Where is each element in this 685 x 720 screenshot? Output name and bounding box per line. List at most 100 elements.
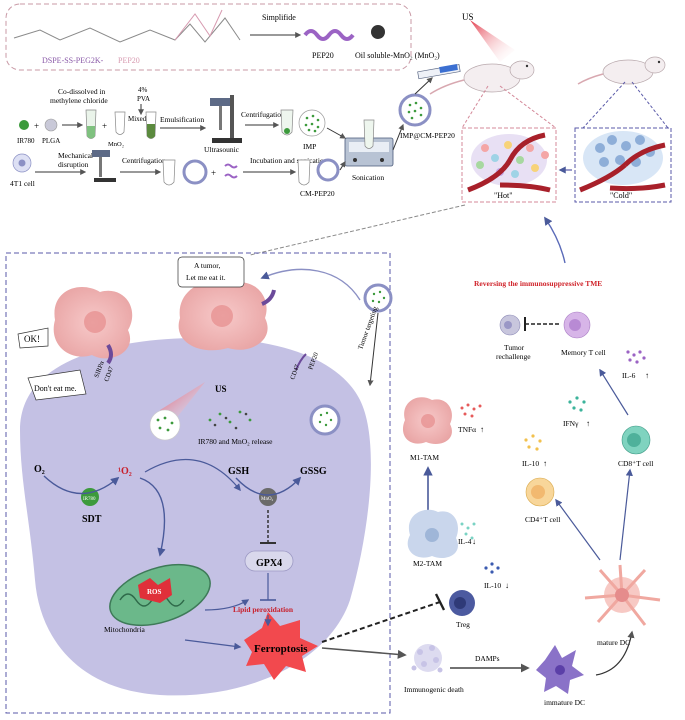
mno2-particle-icon — [371, 25, 385, 39]
mno2-molecule-icon — [259, 488, 277, 506]
ir780-molecule-label: IR780 — [83, 497, 96, 502]
syringe-fill — [439, 63, 458, 73]
dc-to-cd8-arrow — [619, 468, 633, 561]
pep20-icon — [303, 29, 355, 41]
cd4-label: CD4⁺T cell — [525, 515, 560, 524]
ok-label: OK! — [24, 334, 40, 344]
mixed-label: Mixed — [128, 115, 147, 123]
plus-2: + — [102, 121, 107, 131]
pep20-structure — [174, 9, 223, 41]
incubation-label: Incubation and sonication — [250, 156, 328, 165]
ifng-up: ↑ — [586, 419, 590, 428]
mature-dc-icon — [584, 564, 661, 626]
o2-label: O₂ — [34, 464, 45, 475]
cm-pep20-vesicle-icon — [316, 158, 340, 182]
nanoparticle-bound-icon — [309, 404, 341, 436]
cosolved-label: Co-dissolved in — [58, 87, 106, 96]
ferroptosis-inhibits-treg — [321, 601, 441, 643]
ir780-molecule-icon — [81, 488, 99, 506]
plga-icon — [44, 118, 58, 132]
ros-to-mito-arrow — [139, 477, 166, 557]
ultrasonic-probe — [219, 106, 222, 130]
dc-to-cd4-arrow — [555, 498, 601, 561]
mouse-cold-head — [644, 56, 666, 74]
emulsification-label: Emulsification — [160, 115, 204, 124]
tumor-speech-1: A tumor, — [194, 261, 220, 270]
il10-down-label: IL-10 — [484, 581, 501, 590]
immature-dc-label: immature DC — [544, 698, 585, 707]
lipid-peroxidation-label: Lipid peroxidation — [233, 605, 294, 614]
released-mno2-dots — [213, 412, 248, 430]
memory-t-label: Memory T cell — [561, 348, 606, 357]
us-cell-label: US — [215, 384, 227, 394]
ferroptosis-label: Ferroptosis — [254, 643, 308, 655]
cm-to-sonication-arrow — [339, 160, 346, 171]
tube-3-pellet — [284, 128, 290, 134]
plus-3: + — [211, 168, 216, 178]
cm-pep20-label: CM-PEP20 — [300, 189, 335, 198]
il10-down-dots — [484, 562, 500, 574]
4t1-cell-label: 4T1 cell — [10, 179, 35, 188]
conjugate-label-b: PEP20 — [118, 56, 140, 65]
gssg-label: GSSG — [300, 466, 327, 477]
sdt-arrow — [43, 475, 120, 495]
imp-dots — [304, 114, 320, 133]
dont-eat-label: Don't eat me. — [34, 384, 77, 393]
mno2-oil-label: Oil soluble-MnO₂ (MnO₂) — [355, 51, 440, 60]
homogenizer-base — [94, 178, 116, 182]
to-nanoparticle-arrow — [392, 123, 405, 151]
np-bound-dots — [318, 411, 333, 427]
gpx4-label: GPX4 — [256, 558, 282, 569]
il6-label: IL-6 — [622, 371, 636, 380]
m2-tam-label: M2-TAM — [413, 559, 442, 568]
mno2-molecule-label: MnO₂ — [261, 497, 274, 502]
mature-dc-label: mature DC — [597, 638, 630, 647]
treg-label: Treg — [456, 620, 470, 629]
immature-dc-nucleus — [555, 665, 565, 675]
imp-cm-pep20-label: IMP@CM-PEP20 — [400, 131, 455, 140]
memory-t-nucleus — [569, 319, 581, 331]
homogenizer-head — [92, 150, 110, 157]
m2-tam-nucleus — [425, 528, 439, 542]
tnfa-dots — [460, 403, 482, 418]
il10-up-dots — [524, 434, 542, 451]
il10-up-arrow: ↑ — [543, 459, 547, 468]
disruption-label: disruption — [58, 160, 89, 169]
mitochondria-label: Mitochondria — [104, 625, 145, 634]
cold-blood-vessel — [579, 142, 666, 193]
hot-blood-vessel — [467, 132, 551, 193]
tnfa-label: TNFα — [458, 425, 476, 434]
mechanical-label: Mechanical — [58, 151, 93, 160]
il4-down: ↓ — [472, 537, 476, 546]
treg-inhibit-bar — [434, 593, 446, 611]
to-syringe-arrow — [414, 77, 433, 95]
cell-membrane-vesicle-icon — [182, 159, 208, 185]
ok-bubble — [17, 327, 49, 349]
ferroptosis-to-death-arrow — [321, 647, 407, 659]
simplifide-label: Simplifide — [262, 13, 296, 22]
plus-1: + — [34, 121, 39, 131]
ros-label: ROS — [147, 588, 162, 596]
gsh-label: GSH — [228, 466, 249, 477]
cd4-nucleus — [531, 485, 545, 499]
row1-centrifugation-label: Centrifugation — [241, 110, 285, 119]
nanoparticle-targeting-icon — [363, 283, 393, 313]
tumor-speech-bubble — [177, 256, 245, 288]
cold-zoom-lines — [582, 81, 669, 129]
ultrasonic-head — [210, 98, 232, 106]
tube-4-icon — [162, 159, 176, 186]
reversing-arrow — [544, 216, 566, 264]
mouse-cold-tail — [577, 73, 604, 85]
methylene-label: methylene chloride — [50, 96, 108, 105]
il10-down-arrow: ↓ — [505, 581, 509, 590]
cd8-to-memory-arrow — [599, 368, 629, 416]
treg-nucleus — [454, 597, 466, 609]
sonicator-knob-2 — [380, 158, 384, 162]
pva-percent-label: 4% — [138, 86, 148, 94]
homogenizer-probe — [99, 157, 102, 177]
m1-tam-nucleus — [421, 414, 435, 428]
macrophage-left-nucleus — [84, 311, 106, 333]
synthesis-box — [5, 3, 412, 71]
